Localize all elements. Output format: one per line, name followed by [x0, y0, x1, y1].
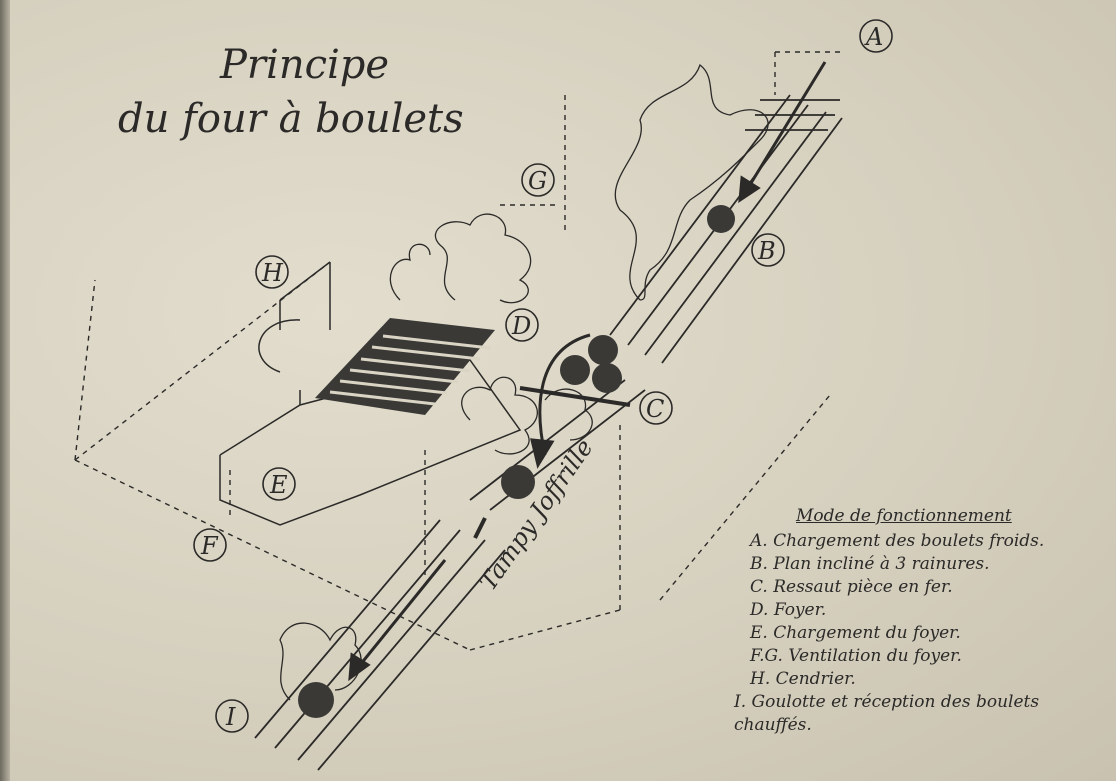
legend-item-a: A. Chargement des boulets froids.: [750, 531, 1045, 551]
cannonball: [560, 355, 590, 385]
cannonball: [592, 363, 622, 393]
label-F: F: [200, 532, 219, 560]
cannonball: [588, 335, 618, 365]
label-I: I: [225, 703, 236, 731]
label-C: C: [646, 395, 664, 423]
label-circles: [193, 19, 893, 733]
legend-item-e: E. Chargement du foyer.: [750, 623, 961, 643]
cannonball: [501, 465, 535, 499]
dashed-construction-lines: [74, 51, 840, 651]
cannonballs: [298, 205, 735, 718]
label-E: E: [269, 471, 288, 499]
legend-item-d: D. Foyer.: [750, 600, 827, 620]
title-line-1: Principe: [220, 42, 390, 88]
flow-arrows: [348, 61, 827, 682]
ash-pit: [258, 319, 301, 373]
title-line-2: du four à boulets: [118, 96, 464, 142]
label-G: G: [528, 167, 547, 195]
label-A: A: [864, 23, 883, 51]
cannonball: [707, 205, 735, 233]
legend-item-i: I. Goulotte et réception des boulets: [734, 692, 1040, 712]
fire-grate: [315, 318, 495, 415]
cannonball: [298, 682, 334, 718]
legend-item-b: B. Plan incliné à 3 rainures.: [750, 554, 990, 574]
legend-heading: Mode de fonctionnement: [796, 506, 1012, 526]
legend-item-h: H. Cendrier.: [750, 669, 856, 689]
label-D: D: [511, 312, 531, 340]
legend-item-c: C. Ressaut pièce en fer.: [750, 577, 953, 597]
label-B: B: [757, 237, 776, 265]
panel-edge: [0, 0, 10, 781]
legend-item-fg: F.G. Ventilation du foyer.: [750, 646, 962, 666]
legend-item-i-continuation: chauffés.: [734, 715, 812, 735]
diagram-title: Principe du four à boulets: [118, 38, 538, 146]
label-H: H: [261, 259, 284, 287]
legend: Mode de fonctionnement A. Chargement des…: [730, 505, 1110, 737]
